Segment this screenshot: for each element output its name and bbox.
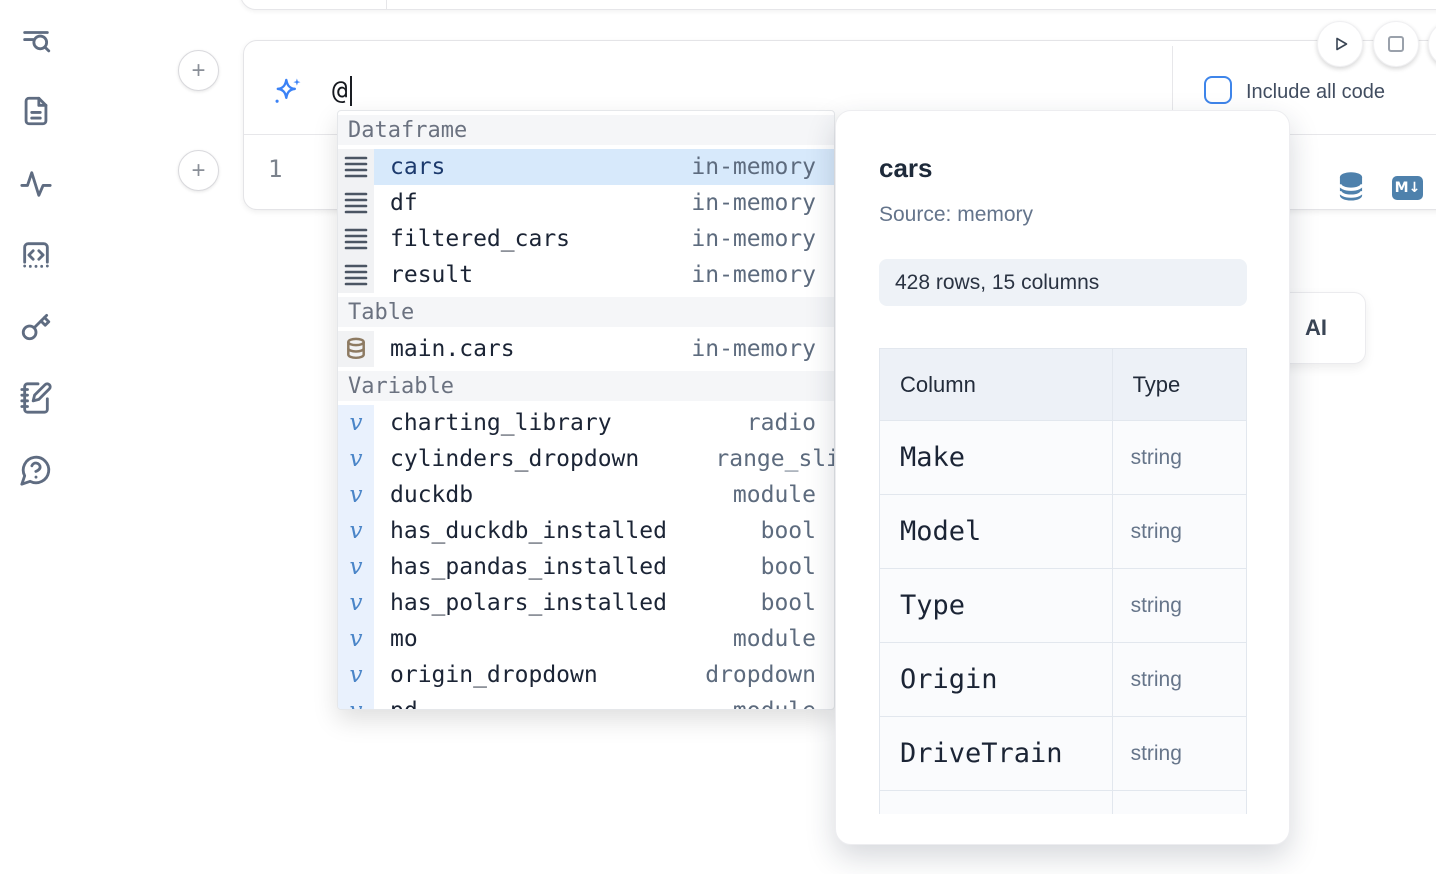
include-all-code-checkbox[interactable] <box>1204 76 1232 104</box>
key-icon[interactable] <box>18 309 54 345</box>
section-header-table: Table <box>338 297 834 327</box>
variable-icon <box>350 410 363 436</box>
variable-icon <box>350 554 363 580</box>
variable-icon <box>350 446 363 472</box>
variable-icon <box>350 590 363 616</box>
variable-icon <box>350 482 363 508</box>
dataframe-rows-icon <box>338 221 374 257</box>
table-database-icon <box>338 331 374 367</box>
previous-cell-edge <box>240 0 1436 10</box>
table-row: Make string <box>879 420 1248 495</box>
preview-source: Source: memory <box>879 203 1034 226</box>
table-row-partial <box>879 790 1248 814</box>
variable-icon <box>350 662 363 688</box>
ai-prompt-text: @ <box>332 76 348 106</box>
section-header-variable: Variable <box>338 371 834 401</box>
add-cell-below-button[interactable]: + <box>178 150 219 191</box>
ai-prompt-input[interactable]: @ <box>332 73 352 109</box>
left-sidebar <box>0 0 72 874</box>
schema-table: Column Type Make string Model string Typ… <box>879 348 1248 814</box>
schema-header-column: Column <box>879 348 1113 421</box>
activity-icon[interactable] <box>18 167 54 203</box>
stop-button[interactable] <box>1373 21 1419 67</box>
datasources-icon[interactable] <box>1336 171 1366 203</box>
input-divider <box>1172 46 1173 134</box>
dataframe-preview-panel: cars Source: memory 428 rows, 15 columns… <box>835 110 1290 845</box>
table-row: DriveTrain string <box>879 716 1248 791</box>
add-cell-above-button[interactable]: + <box>178 50 219 91</box>
table-row: Type string <box>879 568 1248 643</box>
stop-icon <box>1388 36 1404 52</box>
table-row: Origin string <box>879 642 1248 717</box>
variable-icon <box>350 518 363 544</box>
variable-icon <box>350 626 363 652</box>
ai-sparkle-icon <box>275 78 301 103</box>
scratchpad-notebook-pen-icon[interactable] <box>18 381 54 417</box>
table-row: Model string <box>879 494 1248 569</box>
previous-cell-divider <box>386 0 387 9</box>
include-all-code-label: Include all code <box>1246 81 1385 103</box>
line-number: 1 <box>268 155 283 183</box>
code-cell-icon[interactable] <box>18 238 54 274</box>
schema-header-type: Type <box>1111 348 1248 421</box>
play-icon <box>1336 37 1348 51</box>
run-cell-button[interactable] <box>1317 21 1363 67</box>
ai-button-label: AI <box>1305 315 1327 340</box>
schema-table-wrap: Column Type Make string Model string Typ… <box>879 348 1248 814</box>
section-header-dataframe: Dataframe <box>338 115 834 145</box>
shape-badge: 428 rows, 15 columns <box>879 259 1247 306</box>
autocomplete-item-pd[interactable]: pdmodule <box>338 693 834 709</box>
variable-icon <box>350 698 363 709</box>
preview-title: cars <box>879 153 933 183</box>
help-chat-icon[interactable] <box>18 453 54 489</box>
markdown-convert-icon[interactable]: M↓ <box>1392 176 1423 200</box>
text-cursor <box>349 76 352 106</box>
table-of-contents-search-icon[interactable] <box>18 24 54 60</box>
dataframe-rows-icon <box>338 149 374 185</box>
dataframe-rows-icon <box>338 257 374 293</box>
dataframe-rows-icon <box>338 185 374 221</box>
file-document-icon[interactable] <box>18 94 54 130</box>
